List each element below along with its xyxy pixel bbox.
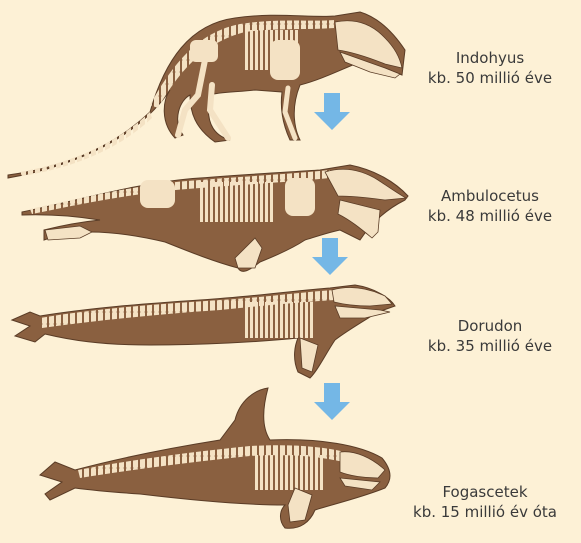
stage-age: kb. 48 millió éve [390, 206, 581, 226]
indohyus-pelvis [190, 40, 218, 62]
stage-age: kb. 50 millió éve [390, 68, 581, 88]
stage-name: Indohyus [390, 48, 581, 68]
stage-age: kb. 35 millió éve [390, 336, 581, 356]
dorudon-skull [332, 288, 392, 306]
ambulocetus-shoulder [285, 178, 315, 216]
arrow-down-icon [314, 93, 350, 130]
indohyus-illustration [8, 12, 405, 178]
label-ambulocetus: Ambulocetus kb. 48 millió éve [390, 186, 581, 226]
stage-name: Dorudon [390, 316, 581, 336]
stage-name: Ambulocetus [390, 186, 581, 206]
dorudon-illustration [12, 285, 395, 378]
label-fogascetek: Fogascetek kb. 15 millió év óta [385, 482, 581, 522]
stage-age: kb. 15 millió év óta [385, 502, 581, 522]
arrow-down-icon [314, 383, 350, 420]
ambulocetus-ribs [200, 182, 275, 222]
ambulocetus-illustration [22, 165, 408, 271]
indohyus-tail-bones [20, 112, 152, 176]
arrow-down-icon [312, 238, 348, 275]
stage-name: Fogascetek [385, 482, 581, 502]
fogascetek-ribs [255, 455, 325, 490]
label-indohyus: Indohyus kb. 50 millió éve [390, 48, 581, 88]
indohyus-shoulder [270, 40, 300, 80]
label-dorudon: Dorudon kb. 35 millió éve [390, 316, 581, 356]
ambulocetus-pelvis [140, 180, 175, 208]
dorudon-ribs [245, 302, 315, 338]
